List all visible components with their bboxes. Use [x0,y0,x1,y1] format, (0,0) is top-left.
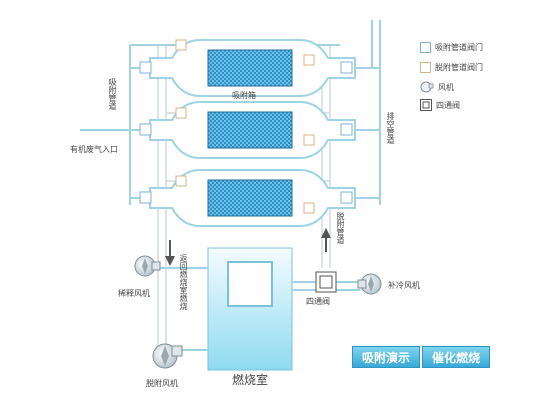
adsorption-valves [139,61,353,204]
adsorption-box-1 [149,39,356,97]
flow-arrow-up [321,228,331,252]
desorption-fan[interactable] [152,343,183,369]
legend-text: 脱附管道阀门 [435,62,483,72]
legend-four-way-valve: 四通阀 [420,98,460,112]
desorption-valve[interactable] [303,202,315,214]
adsorption-demo-button[interactable]: 吸附演示 [352,346,420,368]
desorption-valve[interactable] [175,175,187,187]
supplement-cooling-fan-label: 补冷风机 [388,280,420,290]
chamber-window [227,261,273,307]
combustion-chamber [207,247,293,371]
legend-text: 四通阀 [436,100,460,110]
adsorption-mesh-2 [207,111,293,149]
flow-arrow-down [165,240,175,266]
desorption-valves [175,39,315,214]
four-way-valve[interactable] [315,271,337,293]
return-to-combustion-label: 返回燃烧室燃烧 [179,254,188,310]
four-way-valve-label: 四通阀 [306,296,330,306]
supplement-cooling-fan[interactable] [357,273,382,295]
legend-adsorption-valve: 吸附管道阀门 [420,40,483,54]
legend-fan: 风机 [420,80,454,94]
adsorption-mesh-1 [207,49,293,87]
legend-desorption-valve: 脱附管道阀门 [420,60,483,74]
exhaust-pipe-label: 排空管道 [386,112,395,144]
four-way-valve-icon [420,99,432,111]
adsorption-valve[interactable] [139,61,152,74]
fan-icon [420,81,434,93]
adsorption-valve[interactable] [340,123,353,136]
combustion-chamber-label: 燃烧室 [232,372,268,387]
legend-text: 吸附管道阀门 [435,42,483,52]
desorption-pipe-label: 脱附管道 [336,212,345,244]
adsorption-box-3 [149,169,356,227]
adsorption-valve[interactable] [139,191,152,204]
desorption-valve[interactable] [303,134,315,146]
adsorption-mesh-3 [207,179,293,217]
desorption-valve[interactable] [175,107,187,119]
adsorption-valve[interactable] [340,61,353,74]
legend-text: 风机 [438,82,454,92]
catalytic-combustion-button[interactable]: 催化燃烧 [422,346,490,368]
adsorption-valve-icon [420,41,431,53]
adsorption-box-label: 吸附箱 [232,90,256,100]
adsorption-valve[interactable] [340,191,353,204]
dilution-fan[interactable] [134,255,161,277]
desorption-valve[interactable] [175,39,187,51]
fan-pipes [158,267,360,351]
desorption-fan-label: 脱附风机 [146,378,178,388]
adsorption-valve[interactable] [139,123,152,136]
desorption-valve-icon [420,61,431,73]
dilution-fan-label: 稀释风机 [118,288,150,298]
organic-waste-gas-inlet-label: 有机废气入口 [70,144,118,154]
desorption-valve[interactable] [303,54,315,66]
adsorption-pipe-label: 吸附管道 [108,78,117,110]
